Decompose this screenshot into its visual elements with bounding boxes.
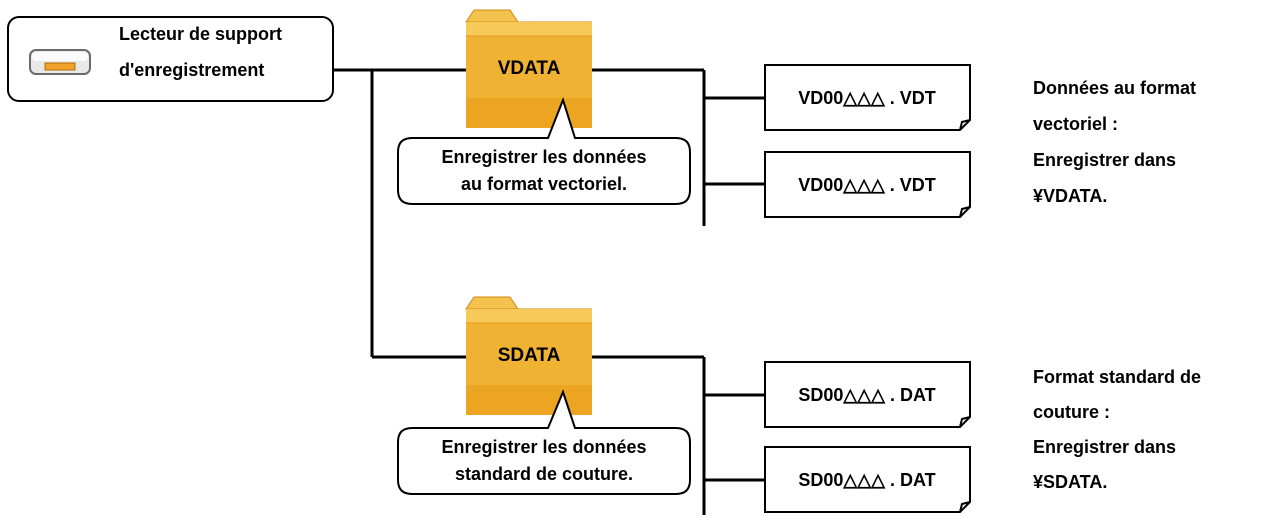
- vdata-callout-line1: Enregistrer les données: [441, 147, 647, 167]
- vdata-file-1-name: VD00△△△ . VDT: [798, 88, 936, 108]
- vdata-file-2: VD00△△△ . VDT: [764, 151, 984, 219]
- vdata-file-1: VD00△△△ . VDT: [764, 64, 984, 132]
- media-reader-icon: [29, 46, 91, 76]
- file-page-icon: [764, 361, 971, 428]
- file-page-icon: [764, 151, 971, 218]
- file-page-icon: [764, 446, 971, 513]
- standard-note-line4: ¥SDATA.: [1033, 472, 1108, 492]
- vector-note-line4: ¥VDATA.: [1033, 186, 1108, 206]
- sdata-callout-bubble: [397, 389, 691, 495]
- vector-note-line3: Enregistrer dans: [1033, 150, 1177, 170]
- standard-note-line3: Enregistrer dans: [1033, 437, 1177, 457]
- reader-label-line1: Lecteur de support: [119, 24, 283, 44]
- vector-note-line1: Données au format: [1033, 78, 1197, 98]
- vdata-callout-line2: au format vectoriel.: [460, 174, 628, 194]
- sdata-file-2-name: SD00△△△ . DAT: [798, 470, 936, 490]
- vdata-folder-label: VDATA: [497, 58, 561, 79]
- vdata-file-2-name: VD00△△△ . VDT: [798, 175, 936, 195]
- standard-note-line2: couture :: [1033, 402, 1111, 422]
- sdata-callout-line1: Enregistrer les données: [441, 437, 647, 457]
- sdata-folder-label: SDATA: [497, 345, 561, 366]
- sdata-file-1-name: SD00△△△ . DAT: [798, 385, 936, 405]
- sdata-folder-icon: [465, 296, 592, 415]
- connector-lines: [334, 68, 764, 515]
- sdata-file-2: SD00△△△ . DAT: [764, 446, 984, 514]
- vdata-folder-icon: [465, 9, 592, 128]
- vector-note-line2: vectoriel :: [1033, 114, 1119, 134]
- file-page-icon: [764, 64, 971, 131]
- sdata-file-1: SD00△△△ . DAT: [764, 361, 984, 429]
- standard-note-line1: Format standard de: [1033, 367, 1202, 387]
- reader-label-line2: d'enregistrement: [119, 60, 265, 80]
- vdata-callout-bubble: [397, 97, 691, 205]
- media-reader-card: Lecteur de support d'enregistrement: [7, 16, 334, 102]
- sdata-callout-line2: standard de couture.: [454, 464, 634, 484]
